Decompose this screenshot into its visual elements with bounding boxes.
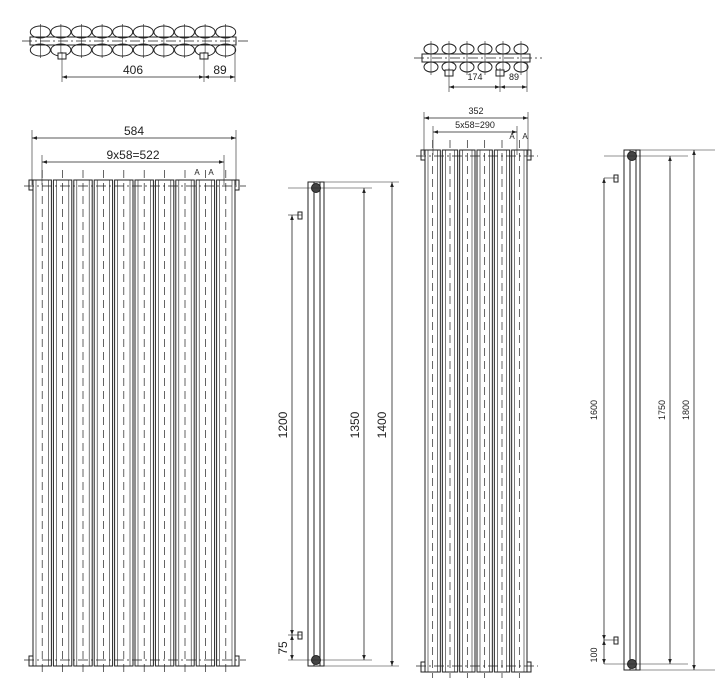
- side-a-tube-back: [319, 181, 325, 667]
- dim-b-352-line-arrow: [523, 116, 528, 120]
- side-b-wall-bracket: [613, 636, 619, 645]
- front-b-cap: [420, 149, 426, 161]
- dim-a-center-height: 1350: [348, 411, 362, 438]
- side-a-tube: [313, 181, 321, 667]
- dim-b-100-line-arrow: [602, 659, 606, 664]
- dim-a-pitch: 9x58=522: [106, 148, 159, 162]
- dim-a-1350-line-arrow: [362, 188, 366, 193]
- section-mark-b2: A: [522, 132, 528, 141]
- dim-b-1800-line-arrow: [692, 150, 696, 155]
- drawing-geometry: [22, 24, 715, 678]
- dim-a-89-line-arrow: [204, 75, 209, 79]
- dim-b-overall-height: 1800: [681, 400, 691, 420]
- front-a-cap: [28, 655, 34, 667]
- dim-a-522-line-arrow: [219, 160, 224, 164]
- front-b-cap: [526, 661, 532, 673]
- dim-a-584-line-arrow: [231, 136, 236, 140]
- side-a-wall-bracket: [297, 211, 303, 220]
- dim-b-290-line-arrow: [433, 130, 438, 134]
- front-b-tube: [459, 149, 476, 673]
- side-b-wall-bracket: [613, 174, 619, 183]
- dim-a-1400-line-arrow: [390, 182, 394, 187]
- dim-b-inlet-spacing: 174: [467, 72, 482, 82]
- dim-b-overall-width: 352: [468, 106, 483, 116]
- dim-a-1200-line-arrow: [290, 630, 294, 635]
- side-a-bracket-rail: [307, 181, 315, 667]
- dim-a-inlet-spacing: 406: [123, 63, 143, 77]
- front-b-cap: [526, 149, 532, 161]
- front-b-tube: [424, 149, 441, 673]
- dim-a-bottom-offset: 75: [276, 641, 290, 655]
- side-b-tube: [629, 149, 637, 671]
- dim-b-1600-line-arrow: [602, 635, 606, 640]
- side-b-bracket-rail: [623, 149, 631, 671]
- dim-b-connection-height: 1600: [589, 400, 599, 420]
- dim-b-1600-line-arrow: [602, 178, 606, 183]
- dim-b-center-height: 1750: [657, 400, 667, 420]
- dim-a-1200-line-arrow: [290, 215, 294, 220]
- section-mark-b1: A: [509, 132, 515, 141]
- front-a-cap: [28, 179, 34, 191]
- section-mark-a2: A: [208, 168, 214, 177]
- front-a-cap: [234, 179, 240, 191]
- front-b-tube: [476, 149, 493, 673]
- front-b-tube: [511, 149, 528, 673]
- dim-b-174-line-arrow: [495, 85, 500, 89]
- dim-a-75-line-arrow: [290, 635, 294, 640]
- front-b-cap: [420, 661, 426, 673]
- dim-b-1750-line-arrow: [668, 156, 672, 161]
- dim-b-offset: 89: [509, 72, 519, 82]
- side-a-wall-bracket: [297, 631, 303, 640]
- section-mark-a1: A: [194, 168, 200, 177]
- front-a-cap: [234, 655, 240, 667]
- dim-b-bottom-offset: 100: [589, 647, 599, 662]
- dim-b-pitch: 5x58=290: [455, 120, 495, 130]
- front-b-tube: [493, 149, 511, 673]
- dim-a-overall-width: 584: [124, 124, 144, 138]
- dim-b-1800-line-arrow: [692, 665, 696, 670]
- dim-b-352-line-arrow: [424, 116, 429, 120]
- dim-b-89-line-arrow: [500, 85, 505, 89]
- dim-a-1400-line-arrow: [390, 661, 394, 666]
- side-b-tube-back: [635, 149, 641, 671]
- dim-b-89-line-arrow: [522, 85, 527, 89]
- front-b-tube: [441, 149, 459, 673]
- dim-a-89-line-arrow: [230, 75, 235, 79]
- dim-a-584-line-arrow: [32, 136, 37, 140]
- dim-b-174-line-arrow: [449, 85, 454, 89]
- dim-a-522-line-arrow: [42, 160, 47, 164]
- dim-b-100-line-arrow: [602, 640, 606, 645]
- dim-a-1350-line-arrow: [362, 655, 366, 660]
- dim-a-overall-height: 1400: [375, 411, 389, 438]
- dim-b-290-line-arrow: [512, 130, 517, 134]
- dim-b-1750-line-arrow: [668, 659, 672, 664]
- dim-a-406-line-arrow: [199, 75, 204, 79]
- dim-a-offset: 89: [213, 63, 227, 77]
- dim-a-75-line-arrow: [290, 655, 294, 660]
- dim-a-connection-height: 1200: [276, 411, 290, 438]
- dim-a-406-line-arrow: [62, 75, 67, 79]
